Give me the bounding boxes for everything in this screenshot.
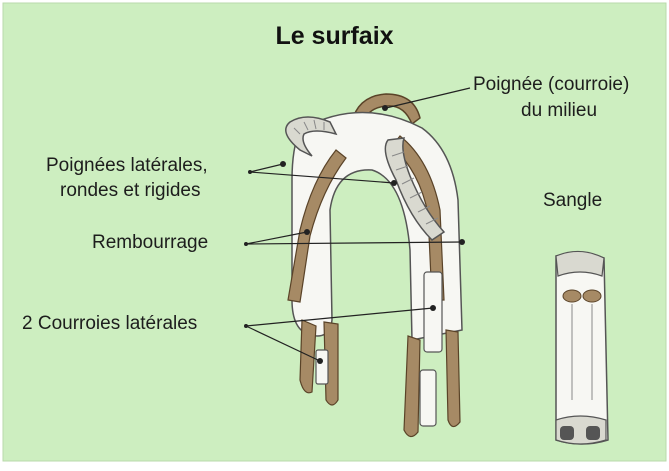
girth-top-buckle xyxy=(556,251,604,276)
girth-illustration xyxy=(556,251,608,444)
right-lower-buckle xyxy=(420,370,436,426)
right-hanging-strap-b xyxy=(446,330,460,427)
diagram-title: Le surfaix xyxy=(0,22,669,51)
right-buckle xyxy=(424,272,442,352)
girth-top-strap-left xyxy=(563,290,581,302)
label-side-straps: 2 Courroies latérales xyxy=(22,313,197,335)
label-girth: Sangle xyxy=(543,190,602,212)
label-side-handles-line2: rondes et rigides xyxy=(60,180,200,202)
left-buckle xyxy=(316,350,328,384)
girth-bottom-buckle-left xyxy=(560,426,574,440)
girth-bottom-buckle-right xyxy=(586,426,600,440)
label-side-handles-line1: Poignées latérales, xyxy=(46,155,208,177)
label-padding: Rembourrage xyxy=(92,232,208,254)
label-middle-handle-line1: Poignée (courroie) xyxy=(473,74,629,96)
label-middle-handle-line2: du milieu xyxy=(521,100,597,122)
girth-top-strap-right xyxy=(583,290,601,302)
